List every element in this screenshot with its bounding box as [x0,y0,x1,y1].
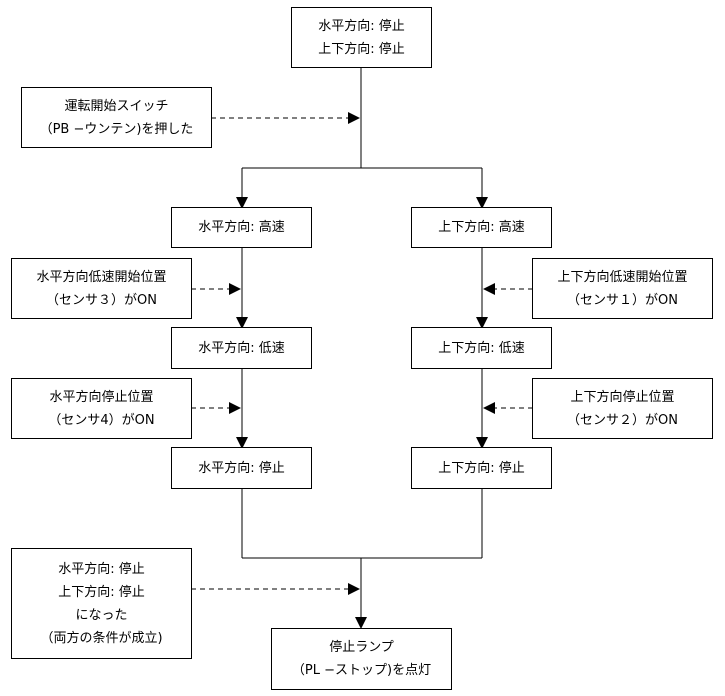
event-switch: 運転開始スイッチ （PB −ウンテン)を押した [21,87,212,148]
event-v-slow-sensor-line-2: （センサ１）がON [567,292,678,308]
state-v-fast: 上下方向: 高速 [411,207,552,248]
state-h-stop: 水平方向: 停止 [171,447,312,489]
event-h-stop-sensor: 水平方向停止位置 （センサ4）がON [11,378,192,439]
state-start: 水平方向: 停止 上下方向: 停止 [291,7,432,68]
event-h-stop-sensor-line-1: 水平方向停止位置 [49,389,154,405]
state-v-slow: 上下方向: 低速 [411,327,552,369]
event-v-stop-sensor-line-1: 上下方向停止位置 [570,389,675,405]
state-h-slow: 水平方向: 低速 [171,327,312,369]
event-switch-line-1: 運転開始スイッチ [64,98,169,114]
event-both-stopped-line-4: （両方の条件が成立) [40,630,163,646]
event-both-stopped: 水平方向: 停止 上下方向: 停止 になった （両方の条件が成立) [11,548,192,659]
event-switch-line-2: （PB −ウンテン)を押した [39,121,194,137]
event-h-slow-sensor-line-2: （センサ３）がON [46,292,157,308]
event-h-slow-sensor-line-1: 水平方向低速開始位置 [36,269,167,285]
state-v-slow-label: 上下方向: 低速 [438,340,525,356]
state-start-line-2: 上下方向: 停止 [318,41,405,57]
event-h-slow-sensor: 水平方向低速開始位置 （センサ３）がON [11,258,192,319]
event-v-slow-sensor-line-1: 上下方向低速開始位置 [557,269,688,285]
state-h-fast-label: 水平方向: 高速 [198,220,285,235]
event-v-stop-sensor: 上下方向停止位置 （センサ２）がON [532,378,713,439]
event-v-slow-sensor: 上下方向低速開始位置 （センサ１）がON [532,258,713,319]
state-h-fast: 水平方向: 高速 [171,207,312,248]
event-both-stopped-line-3: になった [75,607,128,623]
event-both-stopped-line-2: 上下方向: 停止 [58,584,145,600]
state-h-stop-label: 水平方向: 停止 [198,460,285,476]
state-lamp-line-1: 停止ランプ [329,640,394,655]
event-both-stopped-line-1: 水平方向: 停止 [58,561,145,577]
state-start-line-1: 水平方向: 停止 [318,18,405,34]
state-h-slow-label: 水平方向: 低速 [198,340,285,356]
state-lamp-line-2: （PL −ストップ)を点灯 [291,663,432,678]
state-v-stop: 上下方向: 停止 [411,447,552,489]
state-v-stop-label: 上下方向: 停止 [438,460,525,476]
state-v-fast-label: 上下方向: 高速 [438,220,525,235]
event-v-stop-sensor-line-2: （センサ２）がON [567,412,678,428]
event-h-stop-sensor-line-2: （センサ4）がON [48,412,155,428]
state-lamp: 停止ランプ （PL −ストップ)を点灯 [271,628,452,690]
